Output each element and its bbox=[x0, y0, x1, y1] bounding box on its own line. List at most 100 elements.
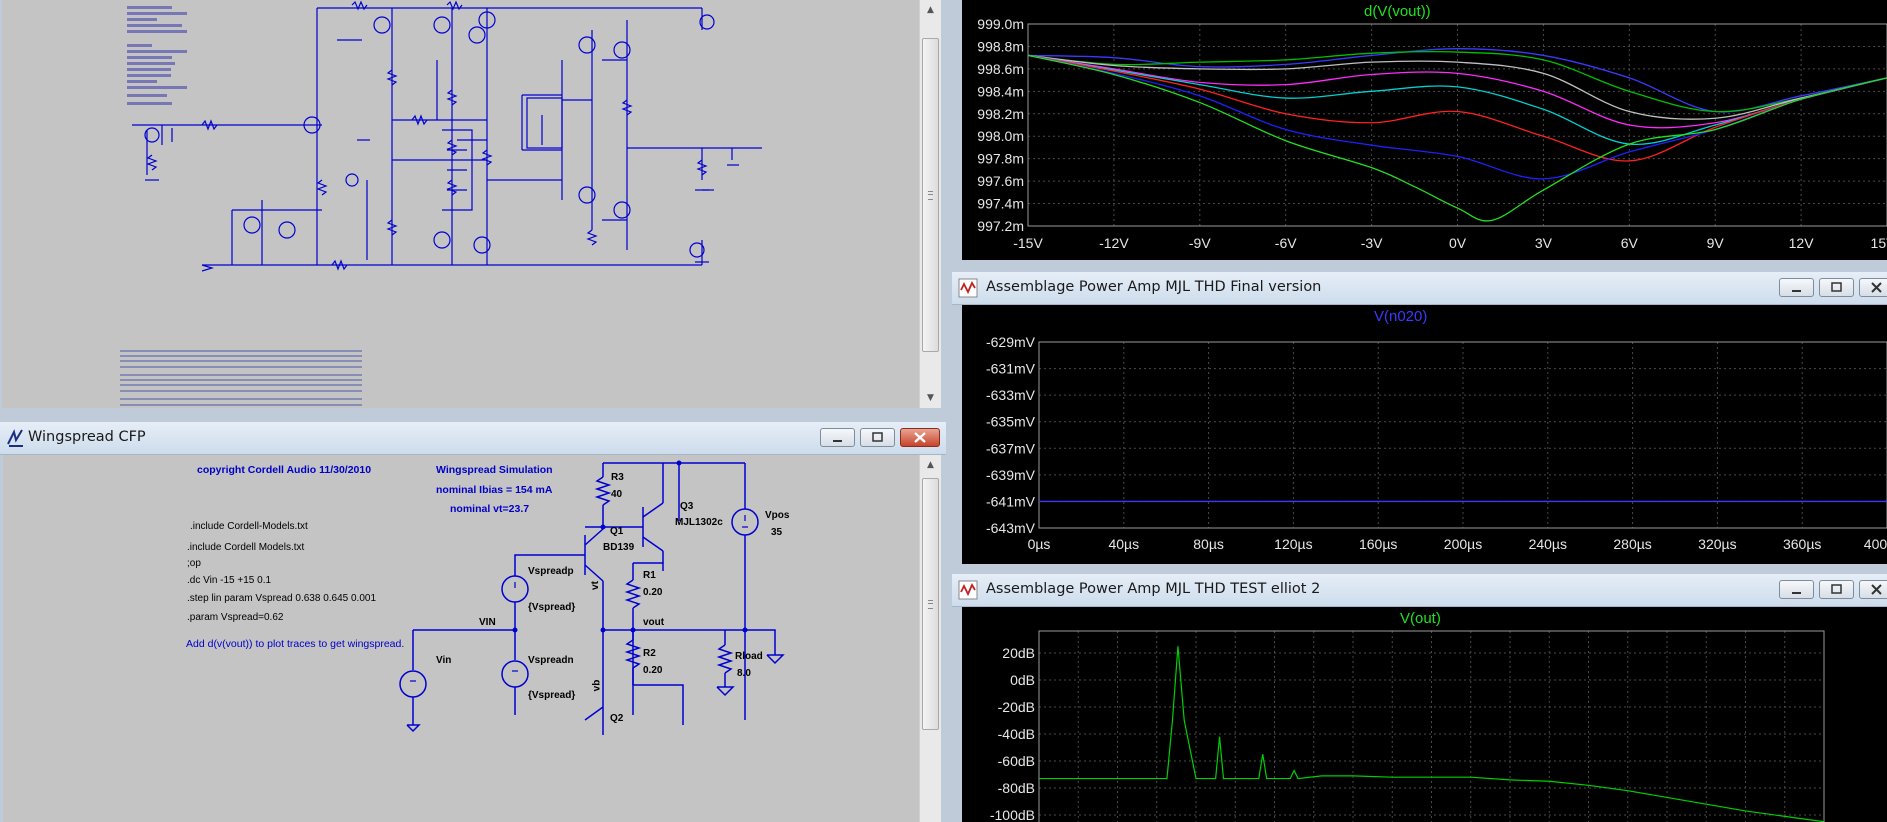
x-tick-label: -6V bbox=[1275, 235, 1297, 251]
close-button[interactable] bbox=[1859, 278, 1887, 297]
value-R2[interactable]: 0.20 bbox=[643, 665, 663, 676]
trace-5[interactable] bbox=[1027, 54, 1887, 162]
y-tick-label: 997.8m bbox=[977, 151, 1024, 167]
value-Vspreadp[interactable]: {Vspread} bbox=[528, 602, 576, 613]
y-tick-label: -60dB bbox=[998, 753, 1035, 769]
minimize-icon bbox=[1780, 279, 1813, 296]
y-tick-label: 998.8m bbox=[977, 38, 1024, 54]
spice-directive[interactable]: .step lin param Vspread 0.638 0.645 0.00… bbox=[187, 593, 377, 604]
amp-schematic-canvas[interactable] bbox=[2, 0, 919, 408]
y-tick-label: -643mV bbox=[986, 520, 1036, 536]
y-tick-label: 997.6m bbox=[977, 173, 1024, 189]
label-Vspreadn[interactable]: Vspreadn bbox=[528, 655, 574, 666]
minimize-button[interactable] bbox=[820, 428, 855, 447]
minimize-button[interactable] bbox=[1779, 278, 1814, 297]
x-tick-label: 400µs bbox=[1864, 536, 1887, 552]
scroll-thumb[interactable] bbox=[922, 38, 939, 352]
value-R1[interactable]: 0.20 bbox=[643, 587, 663, 598]
thd-test-titlebar[interactable]: Assemblage Power Amp MJL THD TEST elliot… bbox=[952, 574, 1887, 607]
x-tick-label: 9V bbox=[1707, 235, 1725, 251]
trace-label[interactable]: d(V(vout)) bbox=[1364, 3, 1431, 20]
y-tick-label: 20dB bbox=[1002, 645, 1035, 661]
spice-directive[interactable]: .include Cordell-Models.txt bbox=[190, 521, 308, 532]
part-Q3[interactable]: MJL1302c bbox=[675, 517, 723, 528]
value-R3[interactable]: 40 bbox=[611, 489, 623, 500]
y-tick-label: -40dB bbox=[998, 726, 1035, 742]
maximize-button[interactable] bbox=[1819, 580, 1854, 599]
net-vout: vout bbox=[643, 617, 665, 628]
spice-directive[interactable]: .param Vspread=0.62 bbox=[187, 612, 284, 623]
minimize-button[interactable] bbox=[1779, 580, 1814, 599]
scroll-up-arrow-icon[interactable]: ▲ bbox=[927, 5, 934, 15]
y-tick-label: 998.2m bbox=[977, 106, 1024, 122]
y-tick-label: -637mV bbox=[986, 440, 1036, 456]
y-tick-label: -80dB bbox=[998, 780, 1035, 796]
nominal-ibias-text: nominal Ibias = 154 mA bbox=[436, 484, 553, 496]
trace-label[interactable]: V(n020) bbox=[1374, 308, 1428, 325]
label-Vspreadp[interactable]: Vspreadp bbox=[528, 566, 574, 577]
trace-label[interactable]: V(out) bbox=[1400, 610, 1441, 627]
close-button[interactable] bbox=[900, 428, 940, 447]
wingspread-titlebar[interactable]: Wingspread CFP bbox=[0, 422, 946, 455]
label-Vpos[interactable]: Vpos bbox=[765, 510, 790, 521]
value-Vspreadn[interactable]: {Vspread} bbox=[528, 690, 576, 701]
label-Q1[interactable]: Q1 bbox=[610, 526, 624, 537]
wingspread-vscrollbar[interactable]: ▲ bbox=[919, 455, 941, 822]
amp-schematic-drawing bbox=[132, 0, 762, 272]
plot-frame bbox=[1027, 23, 1887, 227]
window-title: Wingspread CFP bbox=[28, 429, 146, 445]
x-tick-label: 360µs bbox=[1783, 536, 1821, 552]
trace-1[interactable] bbox=[1027, 50, 1887, 113]
trace-0[interactable] bbox=[1039, 646, 1825, 822]
value-Vpos[interactable]: 35 bbox=[771, 527, 783, 538]
x-tick-label: 280µs bbox=[1613, 536, 1651, 552]
y-tick-label: -635mV bbox=[986, 414, 1036, 430]
part-Q1[interactable]: BD139 bbox=[603, 542, 635, 553]
y-tick-label: 998.6m bbox=[977, 61, 1024, 77]
spice-directive[interactable]: .include Cordell Models.txt bbox=[187, 542, 305, 553]
x-tick-label: 15V bbox=[1871, 235, 1887, 251]
x-tick-label: 0µs bbox=[1028, 536, 1051, 552]
net-VIN: VIN bbox=[479, 617, 496, 628]
label-Vin[interactable]: Vin bbox=[436, 655, 452, 666]
y-tick-label: 997.4m bbox=[977, 196, 1024, 212]
maximize-button[interactable] bbox=[1819, 278, 1854, 297]
spice-directive[interactable]: ;op bbox=[187, 558, 201, 569]
y-tick-label: -631mV bbox=[986, 361, 1036, 377]
x-tick-label: -15V bbox=[1013, 235, 1043, 251]
label-Q2[interactable]: Q2 bbox=[610, 713, 624, 724]
amp-schematic-vscrollbar[interactable]: ▲ ▼ bbox=[919, 0, 941, 408]
waveform-viewer-icon bbox=[958, 580, 978, 600]
scroll-up-arrow-icon[interactable]: ▲ bbox=[927, 460, 934, 470]
label-R3[interactable]: R3 bbox=[611, 472, 624, 483]
close-icon bbox=[1860, 581, 1887, 598]
label-Rload[interactable]: Rload bbox=[735, 651, 763, 662]
label-Q3[interactable]: Q3 bbox=[680, 501, 694, 512]
y-tick-label: -633mV bbox=[986, 387, 1036, 403]
maximize-button[interactable] bbox=[860, 428, 895, 447]
wingspread-window: Wingspread CFP bbox=[0, 422, 946, 822]
plot-frame bbox=[1038, 341, 1887, 529]
scroll-thumb[interactable] bbox=[922, 478, 939, 730]
y-tick-label: 998.0m bbox=[977, 128, 1024, 144]
trace-7[interactable] bbox=[1027, 54, 1887, 222]
minimize-icon bbox=[821, 429, 854, 446]
label-R1[interactable]: R1 bbox=[643, 570, 656, 581]
label-R2[interactable]: R2 bbox=[643, 648, 656, 659]
x-tick-label: -9V bbox=[1189, 235, 1211, 251]
x-tick-label: 160µs bbox=[1359, 536, 1397, 552]
trace-2[interactable] bbox=[1027, 54, 1887, 120]
close-button[interactable] bbox=[1859, 580, 1887, 599]
restore-icon bbox=[861, 429, 894, 446]
spice-directive[interactable]: .dc Vin -15 +15 0.1 bbox=[187, 575, 272, 586]
ltspice-icon bbox=[7, 429, 23, 447]
value-Rload[interactable]: 8.0 bbox=[737, 668, 751, 679]
thd-final-titlebar[interactable]: Assemblage Power Amp MJL THD Final versi… bbox=[952, 272, 1887, 305]
wingspread-schematic-canvas[interactable]: copyright Cordell Audio 11/30/2010 Wings… bbox=[3, 455, 919, 822]
scroll-down-arrow-icon[interactable]: ▼ bbox=[927, 393, 934, 403]
